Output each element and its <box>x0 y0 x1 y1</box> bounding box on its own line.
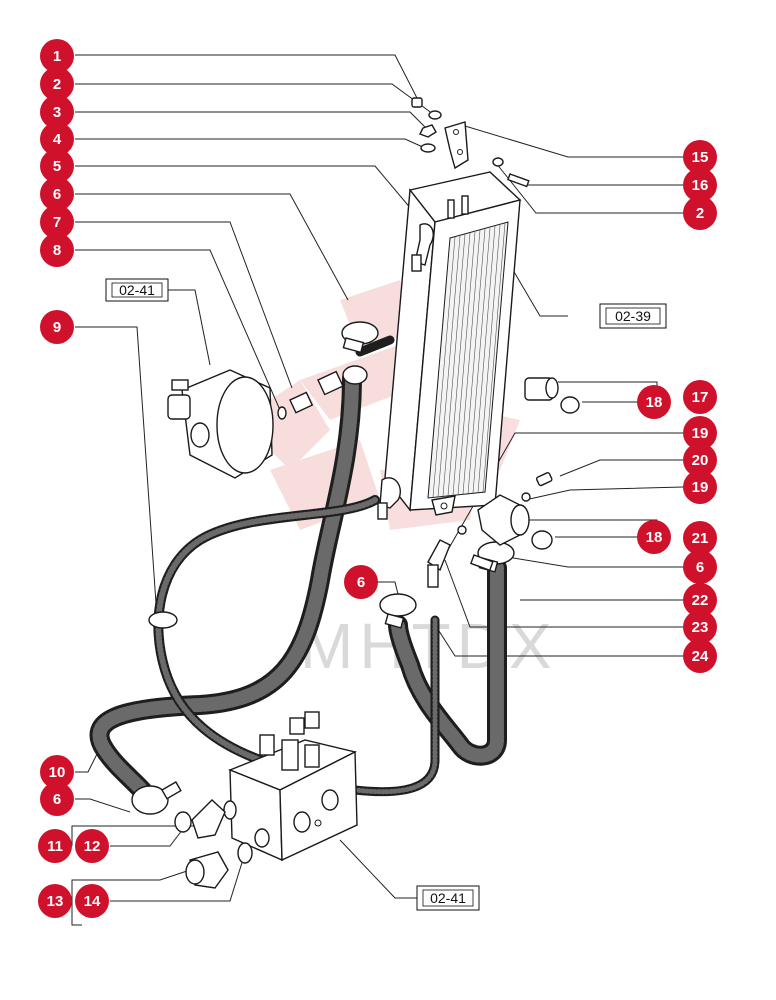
svg-text:1: 1 <box>53 48 61 65</box>
adapter-7-icon <box>289 391 314 414</box>
callout-badge[interactable]: 6 <box>344 565 378 599</box>
oil-cooler <box>377 171 522 520</box>
plug-20-icon <box>535 472 553 487</box>
callout-badge[interactable]: 23 <box>683 610 717 644</box>
svg-text:02-41: 02-41 <box>430 890 466 906</box>
callout-badge[interactable]: 12 <box>75 829 109 863</box>
reference-boxes: 02-41 02-39 02-41 <box>105 278 667 911</box>
svg-text:10: 10 <box>49 764 66 781</box>
svg-text:24: 24 <box>692 648 709 665</box>
hydraulic-pump <box>167 365 368 479</box>
svg-text:19: 19 <box>692 425 709 442</box>
svg-text:17: 17 <box>692 389 709 406</box>
callout-badge[interactable]: 3 <box>40 95 74 129</box>
callout-badge[interactable]: 5 <box>40 149 74 183</box>
svg-text:18: 18 <box>646 529 663 546</box>
callout-badge[interactable]: 2 <box>683 196 717 230</box>
control-valve-block <box>174 711 358 889</box>
callout-badge[interactable]: 18 <box>637 385 671 419</box>
svg-text:16: 16 <box>692 177 709 194</box>
svg-text:9: 9 <box>53 319 61 336</box>
callout-badge[interactable]: 20 <box>683 443 717 477</box>
callout-badge[interactable]: 18 <box>637 520 671 554</box>
callout-badge[interactable]: 17 <box>683 380 717 414</box>
washer-2b-icon <box>492 157 504 167</box>
callout-badge[interactable]: 11 <box>38 829 72 863</box>
nut-3-icon <box>419 124 437 138</box>
washer-4-icon <box>420 143 436 153</box>
svg-text:02-41: 02-41 <box>119 282 155 298</box>
svg-text:3: 3 <box>53 104 61 121</box>
svg-text:2: 2 <box>53 76 61 93</box>
reference-box[interactable]: 02-41 <box>105 278 169 302</box>
svg-text:13: 13 <box>47 893 64 910</box>
svg-text:12: 12 <box>84 838 101 855</box>
svg-text:15: 15 <box>692 149 709 166</box>
callout-badge[interactable]: 8 <box>40 233 74 267</box>
elbow-11-icon <box>191 799 226 839</box>
svg-text:4: 4 <box>53 131 62 148</box>
callout-badge[interactable]: 15 <box>683 140 717 174</box>
o-ring-8-icon <box>277 406 287 420</box>
o-ring-18-icon <box>560 396 580 414</box>
svg-text:8: 8 <box>53 242 61 259</box>
right-fittings <box>427 377 580 588</box>
watermark: MHTDX <box>240 280 558 682</box>
svg-text:20: 20 <box>692 452 709 469</box>
svg-text:11: 11 <box>47 838 63 855</box>
svg-text:22: 22 <box>692 592 709 609</box>
callout-badge[interactable]: 10 <box>40 755 74 789</box>
svg-text:7: 7 <box>53 214 61 231</box>
svg-text:2: 2 <box>696 205 704 222</box>
callout-badge[interactable]: 9 <box>40 310 74 344</box>
callout-badge[interactable]: 19 <box>683 416 717 450</box>
bolt-16-icon <box>507 173 530 188</box>
hose-clamps <box>131 321 515 815</box>
o-ring-19-icon <box>521 492 531 502</box>
callout-badge[interactable]: 6 <box>40 782 74 816</box>
svg-text:02-39: 02-39 <box>615 308 651 324</box>
nut-1-icon <box>411 97 423 108</box>
callout-badge[interactable]: 2 <box>40 67 74 101</box>
callout-badge[interactable]: 22 <box>683 583 717 617</box>
mounting-hardware <box>411 97 530 188</box>
callout-badge[interactable]: 21 <box>683 521 717 555</box>
hoses <box>89 335 507 808</box>
callout-badge[interactable]: 14 <box>75 884 109 918</box>
hose-tie-9-icon <box>148 611 178 629</box>
hose-clamp-icon <box>131 781 182 815</box>
hose-top-stub <box>355 335 395 357</box>
hose-clamp-icon <box>341 321 379 354</box>
callout-badge[interactable]: 13 <box>38 884 72 918</box>
svg-text:6: 6 <box>357 574 365 591</box>
svg-text:6: 6 <box>53 791 61 808</box>
watermark-text: MHTDX <box>300 610 558 682</box>
svg-text:21: 21 <box>692 530 709 547</box>
svg-text:6: 6 <box>696 559 704 576</box>
svg-text:6: 6 <box>53 186 61 203</box>
hose-clamp-icon <box>379 593 417 629</box>
callout-badge[interactable]: 7 <box>40 205 74 239</box>
o-ring-18b-icon <box>531 530 553 550</box>
callout-badge[interactable]: 1 <box>40 39 74 73</box>
callout-badge[interactable]: 24 <box>683 639 717 673</box>
callout-badge[interactable]: 16 <box>683 168 717 202</box>
callout-badge[interactable]: 6 <box>40 177 74 211</box>
svg-text:14: 14 <box>84 893 101 910</box>
reference-box[interactable]: 02-39 <box>599 303 667 329</box>
svg-text:23: 23 <box>692 619 709 636</box>
callouts: 1 2 3 4 5 6 7 8 9 15 16 2 17 18 19 20 19… <box>38 39 717 918</box>
reference-box[interactable]: 02-41 <box>416 885 480 911</box>
svg-text:18: 18 <box>646 394 663 411</box>
svg-text:5: 5 <box>53 158 61 175</box>
callout-badge[interactable]: 19 <box>683 470 717 504</box>
washer-2-icon <box>428 110 442 120</box>
o-ring-12-icon <box>223 800 237 820</box>
callout-badge[interactable]: 4 <box>40 122 74 156</box>
callout-badge[interactable]: 6 <box>683 550 717 584</box>
cooler-fins <box>432 222 506 498</box>
svg-text:19: 19 <box>692 479 709 496</box>
o-ring-14-icon <box>237 842 253 864</box>
